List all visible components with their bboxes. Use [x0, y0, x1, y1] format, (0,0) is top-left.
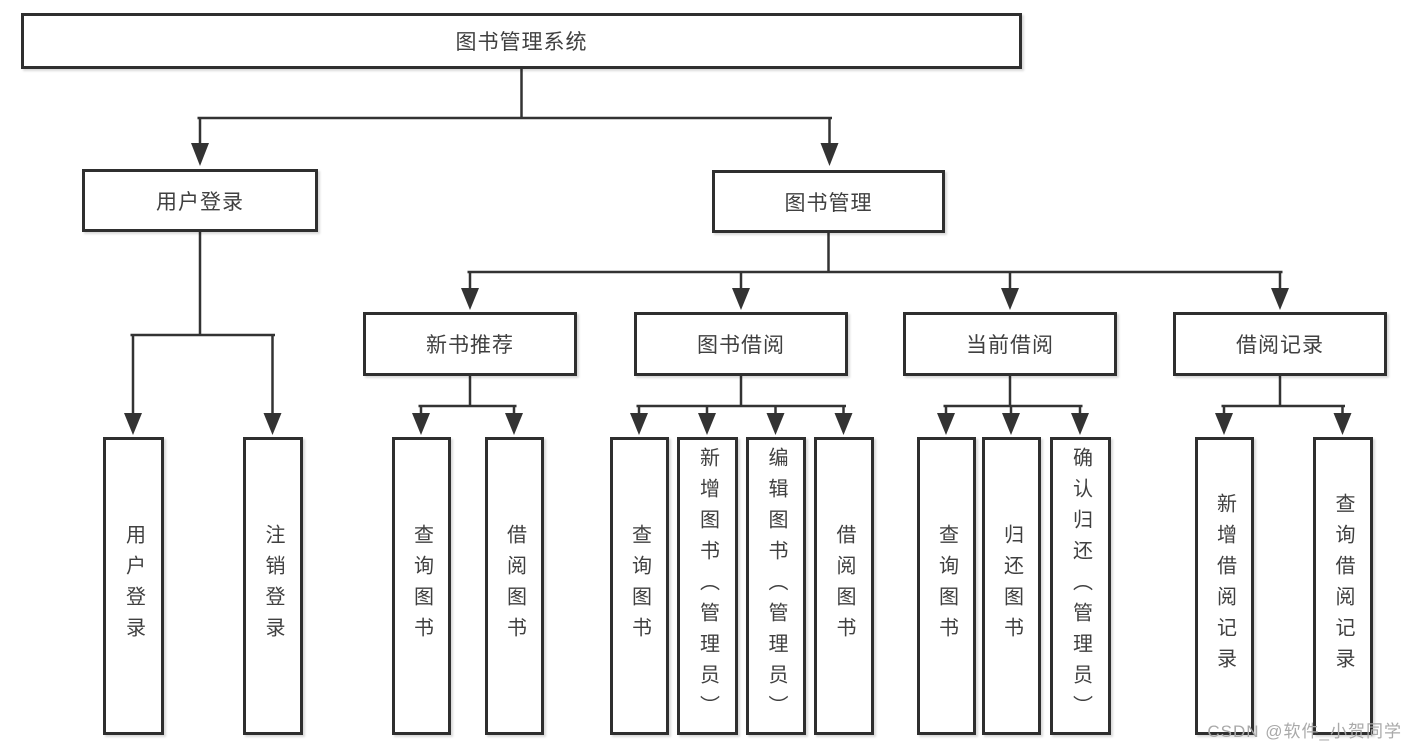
node-user-login: 用户登录 — [82, 169, 318, 232]
node-borrowing-records-label: 借阅记录 — [1236, 334, 1324, 357]
leaf-return-books-label: 归还图书 — [1000, 524, 1023, 648]
leaf-confirm-return-admin-label: 确认归还（管理员） — [1069, 446, 1092, 726]
node-borrowing-records: 借阅记录 — [1173, 312, 1387, 376]
arrowheads — [124, 143, 1352, 435]
leaf-return-books: 归还图书 — [982, 437, 1041, 735]
node-book-borrowing-label: 图书借阅 — [697, 334, 785, 357]
node-book-management-label: 图书管理 — [784, 191, 873, 215]
leaf-edit-book-admin: 编辑图书（管理员） — [746, 437, 806, 735]
leaf-add-book-admin-label: 新增图书（管理员） — [696, 446, 719, 726]
node-library-management-system-label: 图书管理系统 — [455, 31, 588, 54]
leaf-borrow-books-borrowing-label: 借阅图书 — [833, 524, 855, 648]
node-current-borrowing-label: 当前借阅 — [966, 334, 1054, 357]
leaf-borrow-books-recommend-label: 借阅图书 — [503, 524, 526, 648]
node-current-borrowing: 当前借阅 — [903, 312, 1117, 376]
leaf-borrow-books-recommend: 借阅图书 — [485, 437, 544, 735]
leaf-add-book-admin: 新增图书（管理员） — [677, 437, 738, 735]
leaf-confirm-return-admin: 确认归还（管理员） — [1050, 437, 1111, 735]
leaf-user-login: 用户登录 — [103, 437, 164, 735]
watermark-text: CSDN @软件_小贺同学 — [1207, 722, 1402, 741]
leaf-logout: 注销登录 — [243, 437, 303, 735]
leaf-query-borrow-record: 查询借阅记录 — [1313, 437, 1373, 735]
leaf-query-borrow-record-label: 查询借阅记录 — [1332, 493, 1354, 679]
leaf-logout-label: 注销登录 — [262, 524, 284, 648]
leaf-query-books-borrowing-label: 查询图书 — [628, 524, 651, 648]
node-book-management: 图书管理 — [712, 170, 945, 233]
leaf-query-books-recommend-label: 查询图书 — [410, 524, 433, 648]
leaf-user-login-label: 用户登录 — [122, 524, 145, 648]
leaf-query-books-borrowing: 查询图书 — [610, 437, 669, 735]
node-library-management-system: 图书管理系统 — [21, 13, 1022, 69]
connector-path — [130, 68, 1345, 416]
leaf-query-books-current: 查询图书 — [917, 437, 976, 735]
leaf-query-books-recommend: 查询图书 — [392, 437, 451, 735]
leaf-borrow-books-borrowing: 借阅图书 — [814, 437, 874, 735]
leaf-query-books-current-label: 查询图书 — [935, 524, 958, 648]
node-new-book-recommendation: 新书推荐 — [363, 312, 577, 376]
leaf-add-borrow-record-label: 新增借阅记录 — [1213, 493, 1236, 679]
node-book-borrowing: 图书借阅 — [634, 312, 848, 376]
leaf-add-borrow-record: 新增借阅记录 — [1195, 437, 1254, 735]
node-user-login-label: 用户登录 — [156, 190, 244, 214]
leaf-edit-book-admin-label: 编辑图书（管理员） — [765, 446, 787, 726]
node-new-book-recommendation-label: 新书推荐 — [426, 334, 514, 357]
